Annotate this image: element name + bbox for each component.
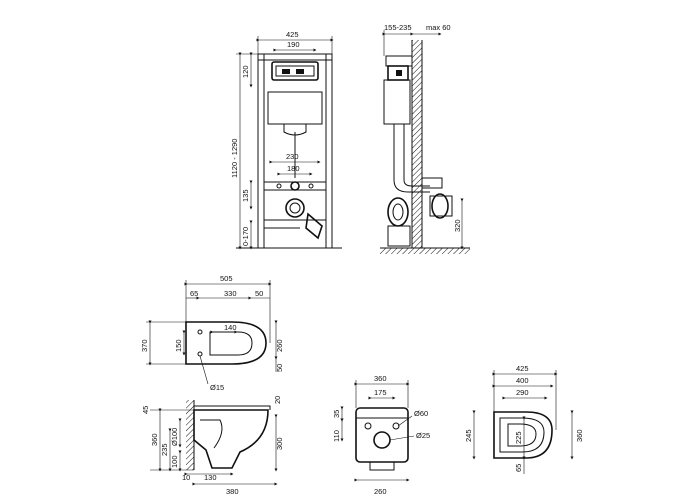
- frame-foot-range: 0-170: [241, 227, 250, 246]
- seat-h-360: 360: [575, 429, 584, 442]
- seat-width-400: 400: [516, 376, 529, 385]
- bowl-side-height-300: 300: [275, 437, 284, 450]
- bowl-side-pipe-d: Ø100: [170, 428, 179, 446]
- bowl-side-height-100: 100: [170, 455, 179, 468]
- bowl-side-base-130: 130: [204, 473, 217, 482]
- seat-h-65: 65: [514, 464, 523, 472]
- bowl-width-260: 260: [275, 339, 284, 352]
- frame-hole-inner: 180: [287, 164, 300, 173]
- bowl-left-offset: 65: [190, 289, 198, 298]
- bowl-body-length: 330: [224, 289, 237, 298]
- frame-hole-outer: 230: [286, 152, 299, 161]
- bowl-rear-width-260: 260: [374, 487, 387, 496]
- bowl-rear-view: 360 175 Ø60 35 110 Ø25 260: [332, 374, 430, 496]
- frame-width-inner: 190: [287, 40, 300, 49]
- bowl-hole-spacing: 150: [174, 339, 183, 352]
- bowl-rear-width-175: 175: [374, 388, 387, 397]
- bowl-overall-length: 505: [220, 274, 233, 283]
- frame-outlet-height: 320: [453, 219, 462, 232]
- bowl-side-base-10: 10: [182, 473, 190, 482]
- seat-width-425: 425: [516, 364, 529, 373]
- frame-max-wall: max 60: [426, 23, 451, 32]
- seat-h-225: 225: [514, 431, 523, 444]
- bowl-side-right-20: 20: [273, 396, 282, 404]
- bowl-rear-width-360: 360: [374, 374, 387, 383]
- bowl-top-view: 505 65 330 50 140 370 150 260 50 Ø15: [140, 274, 284, 392]
- bowl-hole-diameter: Ø15: [210, 383, 224, 392]
- bowl-right-offset: 50: [255, 289, 263, 298]
- seat-top-view: 425 400 290 245 225 360 65: [464, 364, 584, 474]
- bowl-side-height-360: 360: [150, 433, 159, 446]
- bowl-side-height-235: 235: [160, 443, 169, 456]
- seat-width-290: 290: [516, 388, 529, 397]
- frame-depth-range: 155-235: [384, 23, 412, 32]
- frame-mid-offset: 135: [241, 189, 250, 202]
- frame-top-offset: 120: [241, 65, 250, 78]
- frame-height-range: 1120 - 1290: [230, 139, 239, 178]
- bowl-overall-width: 370: [140, 339, 149, 352]
- bowl-rear-diam-60: Ø60: [414, 409, 428, 418]
- bowl-bottom-50: 50: [275, 364, 284, 372]
- bowl-rear-h-110: 110: [332, 430, 341, 442]
- bowl-side-view: 45 20 360 235 Ø100 100 300 10 130 380: [141, 396, 284, 496]
- bowl-rear-h-35: 35: [332, 410, 341, 418]
- bowl-side-top-45: 45: [141, 406, 150, 414]
- bowl-side-length-380: 380: [226, 487, 239, 496]
- seat-h-245: 245: [464, 429, 473, 442]
- frame-side-view: 155-235 max 60 320: [380, 23, 470, 254]
- bowl-rear-diam-25: Ø25: [416, 431, 430, 440]
- frame-width-outer: 425: [286, 30, 299, 39]
- bowl-seat-width: 140: [224, 323, 237, 332]
- frame-front-view: 425 190 120 1120 - 1290 230 180 135 0-17…: [230, 30, 342, 250]
